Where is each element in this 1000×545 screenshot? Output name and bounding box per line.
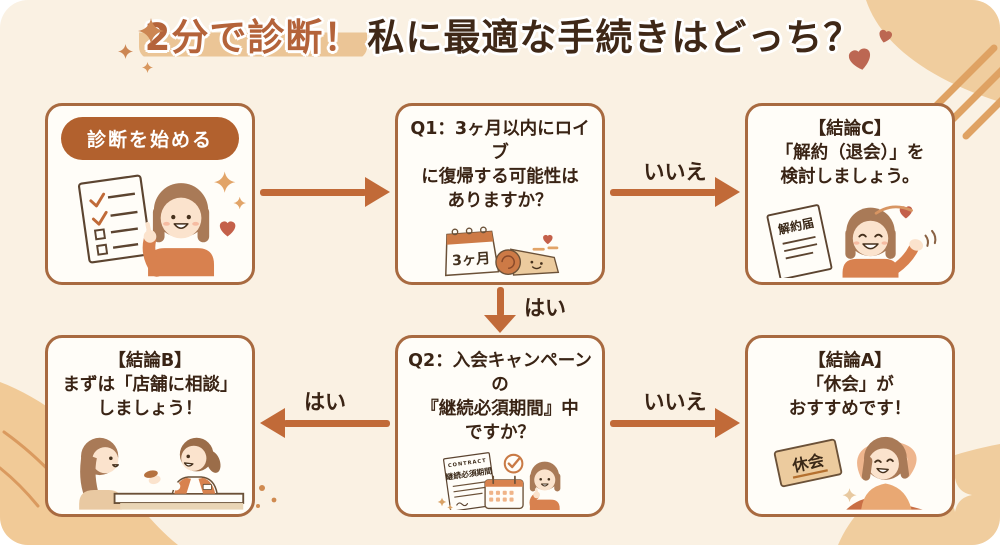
woman-figure (846, 437, 923, 510)
arrow-label-q1-yes: はい (524, 296, 566, 320)
arrow-shaft (260, 188, 367, 196)
resting-woman-illustration: 休会 (773, 437, 923, 510)
arrow-shaft (496, 287, 504, 317)
woman-figure (842, 208, 937, 278)
checklist-paper (77, 174, 152, 264)
arrow-head (715, 177, 740, 207)
check-circle-icon (503, 453, 524, 474)
woman-figure (529, 461, 561, 510)
speckle-dots (256, 485, 277, 508)
yoga-mat-icon (495, 247, 560, 276)
woman-cancellation-illustration: 解約届 (766, 204, 937, 278)
text-line: 【結論B】 (108, 351, 192, 371)
calendar-yogamat-illustration: 3ヶ月 (444, 226, 560, 276)
text-line: 【結論A】 (808, 351, 892, 371)
calendar-icon (484, 475, 524, 509)
conclusion-b-box: 【結論B】 まずは「店舗に相談」 しましょう！ (45, 335, 255, 517)
heart-icon (543, 234, 553, 244)
arrow-q2-to-b (260, 408, 390, 438)
start-diagnosis-button[interactable]: 診断を始める (60, 117, 239, 160)
conclusion-a-box: 【結論A】 「休会」が おすすめです！ 休会 (745, 335, 955, 517)
q1-box: Q1：3ヶ月以内にロイブ に復帰する可能性は ありますか？ 3ヶ月 (395, 103, 605, 285)
arrow-head (715, 408, 740, 438)
woman-figure (142, 183, 215, 277)
text-line: 「休会」が (806, 375, 894, 396)
woman-checklist-illustration (77, 171, 247, 277)
arrow-q2-to-a (610, 408, 740, 438)
arrow-head (365, 177, 390, 207)
q2-box: Q2：入会キャンペーンの 『継続必須期間』中 ですか？ CONTRACT 継続必… (395, 335, 605, 517)
sparkle-icon (118, 18, 164, 73)
calendar-icon: 3ヶ月 (444, 226, 500, 276)
text-line: 【結論C】 (808, 119, 892, 139)
text-line: しましょう！ (97, 399, 203, 420)
title-rest: 私に最適な手続きはどっち？ (367, 16, 862, 59)
text-line: ですか？ (465, 423, 535, 444)
arrow-head (484, 315, 516, 333)
arrow-shaft (610, 188, 717, 196)
text-line: ありますか？ (447, 191, 553, 212)
sparkle-icon (233, 196, 247, 210)
sparkle-icon (214, 171, 236, 193)
q2-text: Q2：入会キャンペーンの 『継続必須期間』中 ですか？ (403, 349, 597, 446)
text-line: まずは「店舗に相談」 (62, 375, 238, 396)
contract-title-label: CONTRACT (448, 457, 487, 468)
text-line: Q1：3ヶ月以内にロイブ (410, 119, 590, 164)
text-line: 検討しましょう。 (780, 167, 920, 188)
arrow-q1-to-c (610, 177, 740, 207)
accent-swoosh (874, 205, 913, 216)
heart-icon (847, 29, 893, 72)
q1-text: Q1：3ヶ月以内にロイブ に復帰する可能性は ありますか？ (403, 117, 597, 214)
text-line: に復帰する可能性は (421, 167, 579, 188)
conclusion-b-text: 【結論B】 まずは「店舗に相談」 しましょう！ (63, 349, 238, 421)
arrow-label-q2-no: いいえ (643, 390, 707, 414)
arrow-label-q1-no: いいえ (643, 160, 707, 184)
conclusion-c-text: 【結論C】 「解約（退会）」を 検討しましょう。 (776, 117, 925, 189)
conclusion-c-box: 【結論C】 「解約（退会）」を 検討しましょう。 解約届 (745, 103, 955, 285)
arrow-shaft (610, 419, 717, 427)
arrow-q1-to-q2 (484, 287, 516, 333)
arrow-label-q2-yes: はい (304, 390, 346, 414)
title-text: 2分で診断！私に最適な手続きはどっち？ (0, 16, 1000, 60)
page-title: 2分で診断！私に最適な手続きはどっち？ (0, 16, 1000, 73)
title-highlight: 2分で診断！ (138, 16, 368, 59)
store-consultation-illustration (79, 438, 245, 510)
arrow-head (260, 408, 285, 438)
arrow-start-to-q1 (260, 177, 390, 207)
staff-figure (144, 438, 221, 495)
cancellation-form: 解約届 (766, 204, 833, 278)
heart-icon (219, 221, 236, 237)
rest-card: 休会 (773, 439, 843, 488)
text-line: 「解約（退会）」を (775, 143, 925, 164)
counter (113, 493, 245, 510)
conclusion-a-text: 【結論A】 「休会」が おすすめです！ (789, 349, 912, 421)
text-line: 『継続必須期間』中 (421, 399, 579, 420)
start-box: 診断を始める (45, 103, 255, 285)
accent-dash (532, 246, 559, 251)
arrow-shaft (283, 419, 390, 427)
text-line: Q2：入会キャンペーンの (408, 351, 592, 396)
contract-calendar-illustration: CONTRACT 継続必須期間 (437, 451, 561, 510)
sparkle-icon (437, 497, 447, 506)
calendar-label: 3ヶ月 (451, 249, 490, 269)
text-line: おすすめです！ (788, 399, 912, 420)
sparkle-icon (842, 488, 857, 503)
